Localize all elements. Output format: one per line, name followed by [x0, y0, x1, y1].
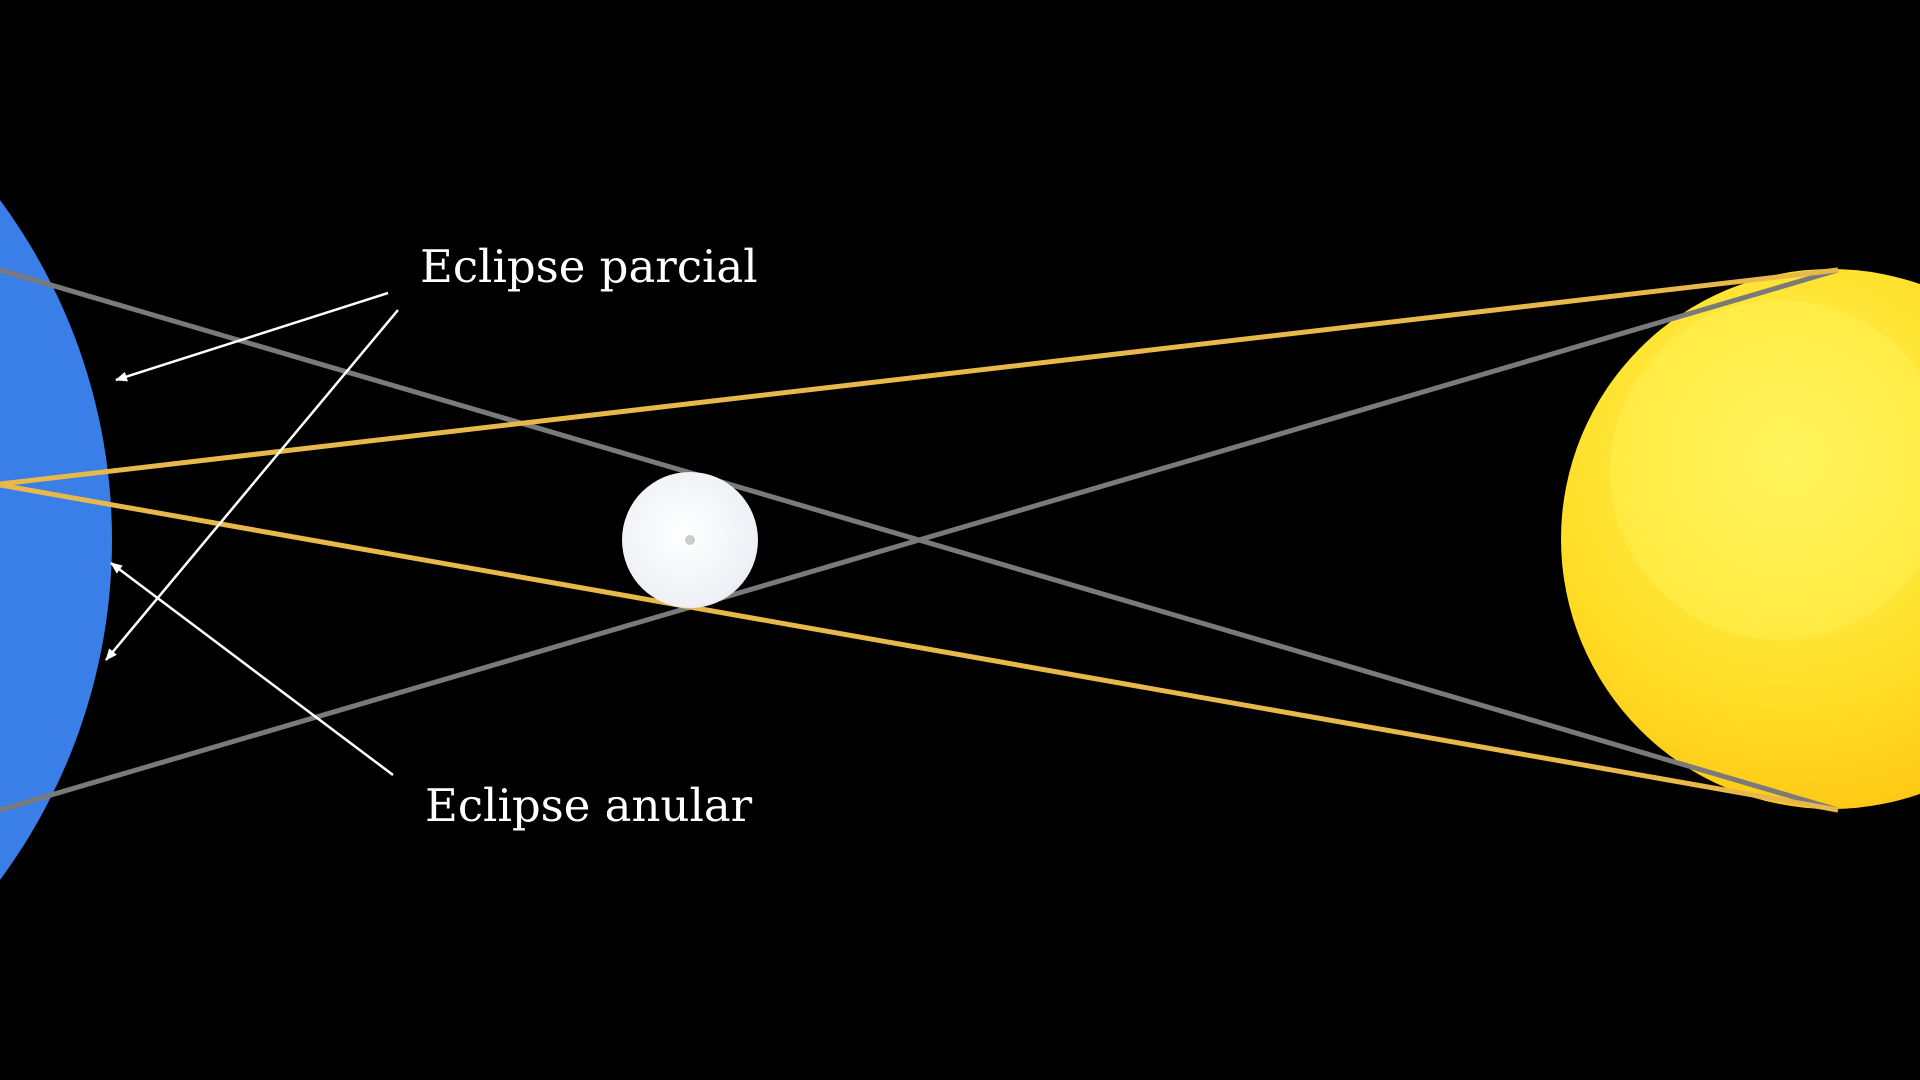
partial-arrow-lower [105, 309, 399, 661]
sun-body [1561, 269, 1920, 809]
gold-ray-lower [0, 482, 1839, 813]
gold-ray-upper [0, 267, 1839, 487]
label-partial-eclipse: Eclipse parcial [420, 240, 758, 293]
label-annular-eclipse: Eclipse anular [425, 779, 753, 832]
gray-ray-lower [0, 267, 1839, 813]
earth-body [0, 200, 112, 880]
moon-center-mark [685, 535, 695, 545]
annular-arrow [110, 562, 394, 776]
sun-highlight [1610, 300, 1920, 640]
partial-arrow-upper [115, 291, 389, 382]
